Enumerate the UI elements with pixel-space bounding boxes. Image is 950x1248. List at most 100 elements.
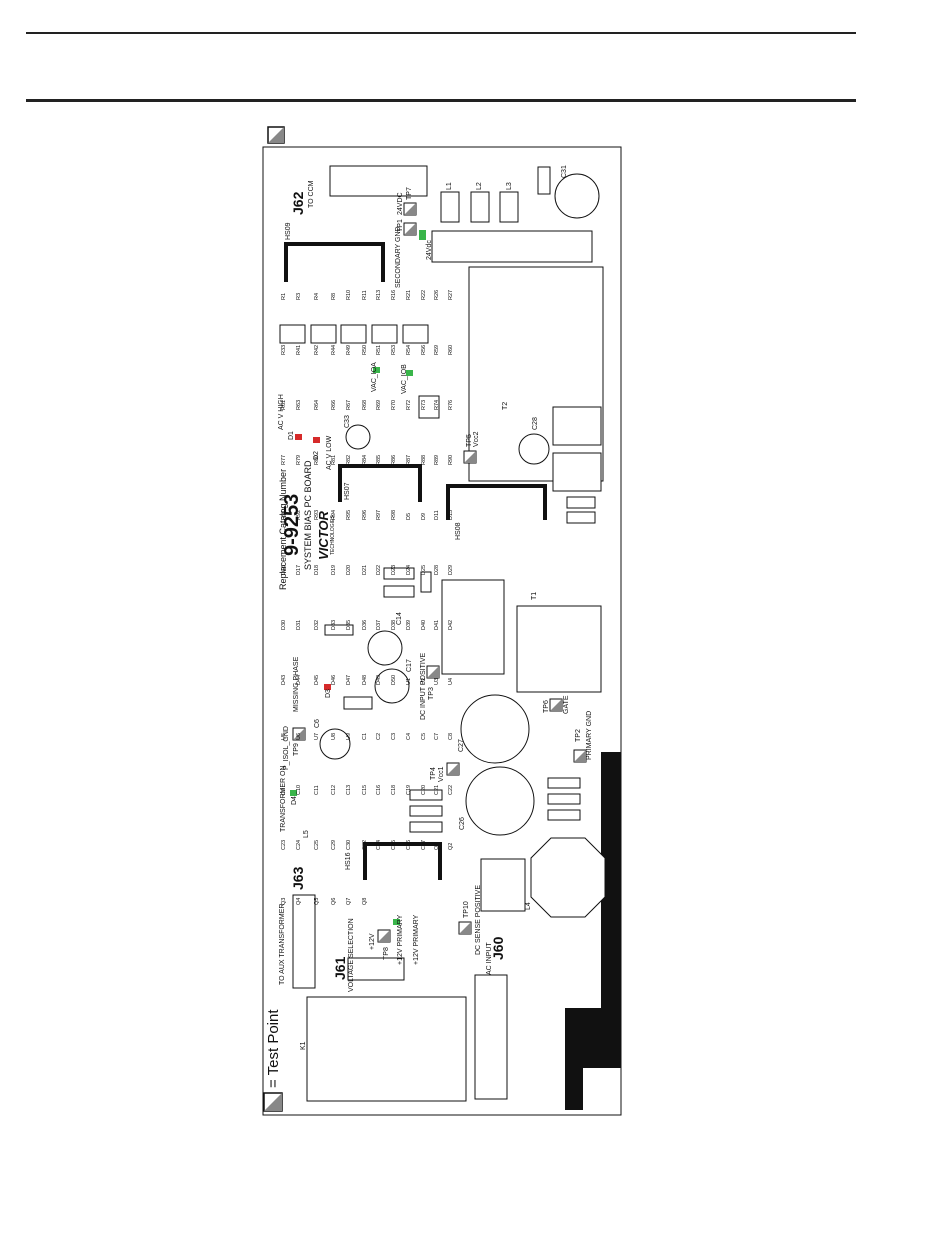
capacitor-c17-circle (374, 668, 410, 704)
component-ref-d49: D49 (376, 675, 382, 685)
j62-id: J62 (290, 191, 306, 215)
hs07-label: HS07 (344, 482, 351, 500)
vac-ioa-label: VAC_IOA (371, 362, 378, 392)
component-ref-q1: Q1 (434, 843, 440, 850)
tp1-id: TP1 (397, 219, 404, 232)
component-ref-r1: R1 (281, 293, 287, 300)
testpoint-tp7-icon (403, 202, 417, 216)
component-ref-r16: R16 (391, 290, 397, 300)
test-points (292, 202, 587, 943)
inductor-l3-label: L3 (506, 182, 513, 190)
component-ref-d38: D38 (391, 620, 397, 630)
inductor-l1 (440, 191, 460, 223)
component-ref-r49: R49 (346, 345, 352, 355)
component-ref-d37: D37 (376, 620, 382, 630)
component-ref-r26: R26 (434, 290, 440, 300)
connector-j62-body (329, 165, 428, 197)
component-ref-c36: C36 (406, 840, 412, 850)
component-ref-c4: C4 (406, 733, 412, 740)
component-ref-r10: R10 (346, 290, 352, 300)
led-green-vac-iob (406, 370, 413, 376)
relay-k1 (306, 996, 467, 1102)
transformer-t2-label: T2 (502, 402, 509, 410)
capacitor-c33-circle (345, 424, 371, 450)
component-ref-r80: R80 (314, 455, 320, 465)
component-ref-u4: U4 (448, 678, 454, 685)
component-ref-r27: R27 (448, 290, 454, 300)
component-ref-r79: R79 (296, 455, 302, 465)
component-ref-c16: C16 (376, 785, 382, 795)
board-number: 9-9253 (281, 494, 303, 556)
component-ref-d32: D32 (314, 620, 320, 630)
inductor-l1-label: L1 (446, 182, 453, 190)
component-ref-r82: R82 (346, 455, 352, 465)
tp7-label: 24VDC (397, 192, 404, 215)
component-ref-r91: R91 (281, 510, 287, 520)
component-ref-c15: C15 (362, 785, 368, 795)
component-ref-r44: R44 (331, 345, 337, 355)
tp9-id: TP9 (293, 743, 300, 756)
catalog-label: Replacement Catalog Number (278, 469, 288, 590)
capacitor-c25-block (441, 579, 505, 675)
component-ref-r70: R70 (391, 400, 397, 410)
component-ref-d48: D48 (362, 675, 368, 685)
component-ref-r92: R92 (296, 510, 302, 520)
hs16-label: HS16 (345, 852, 352, 870)
component-ref-d42: D42 (448, 620, 454, 630)
component-ref-c32: C32 (362, 840, 368, 850)
tp5-id: TP5 (466, 434, 473, 447)
component-ref-d24: D24 (406, 565, 412, 575)
component-ref-d35: D35 (346, 620, 352, 630)
component-ref-c10: C10 (296, 785, 302, 795)
tp5-label: Vcc2 (473, 431, 480, 447)
component-ref-q7: Q7 (346, 898, 352, 905)
cap-c26-label: C26 (459, 817, 466, 830)
component-ref-c7: C7 (434, 733, 440, 740)
component-ref-c12: C12 (331, 785, 337, 795)
component-ref-d31: D31 (296, 620, 302, 630)
testpoint-tp2-icon (573, 749, 587, 763)
component-ref-d9: D9 (421, 513, 427, 520)
component-ref-c34: C34 (376, 840, 382, 850)
legend-testpoint-icon (263, 1092, 283, 1112)
component-ref-c19: C19 (406, 785, 412, 795)
heatsink-hs08 (446, 484, 547, 520)
component-ref-d23: D23 (391, 565, 397, 575)
component-ref-r95: R95 (346, 510, 352, 520)
tp3-label: DC INPUT POSITIVE (420, 653, 427, 720)
header-rule-bottom (26, 99, 856, 102)
relay-label: K1 (300, 1041, 307, 1050)
component-ref-d28: D28 (434, 565, 440, 575)
tp9-label: P_ISOL_GND (283, 726, 290, 770)
capacitor-c27-circle (460, 694, 530, 764)
component-ref-q3: Q3 (281, 898, 287, 905)
hs08-label: HS08 (455, 522, 462, 540)
component-ref-r87: R87 (406, 455, 412, 465)
component-ref-c24: C24 (296, 840, 302, 850)
component-ref-r11: R11 (362, 290, 368, 300)
component-ref-d43: D43 (281, 675, 287, 685)
component-ref-r21: R21 (406, 290, 412, 300)
component-ref-r56: R56 (421, 345, 427, 355)
component-ref-r85: R85 (376, 455, 382, 465)
component-ref-d50: D50 (391, 675, 397, 685)
ic-row (279, 324, 429, 344)
component-ref-q8: Q8 (362, 898, 368, 905)
component-ref-c3: C3 (391, 733, 397, 740)
cap-c6-label: C6 (314, 719, 321, 728)
led-d3 (324, 684, 331, 690)
inductor-l3 (499, 191, 519, 223)
j60-id: J60 (490, 936, 506, 960)
copper-region (565, 752, 621, 1110)
component-ref-c20: C20 (421, 785, 427, 795)
component-ref-q4: Q4 (296, 898, 302, 905)
component-ref-c21: C21 (434, 785, 440, 795)
cap-c33-label: C33 (344, 415, 351, 428)
component-ref-r90: R90 (448, 455, 454, 465)
component-ref-d36: D36 (362, 620, 368, 630)
component-ref-r72: R72 (406, 400, 412, 410)
tp4-label: Vcc1 (438, 766, 445, 782)
testpoint-labels: TP1 SECONDARY GND TP2 PRIMARY GND TP3 DC… (283, 187, 593, 965)
j61-id: J61 (332, 956, 348, 980)
tp3-id: TP3 (428, 687, 435, 700)
